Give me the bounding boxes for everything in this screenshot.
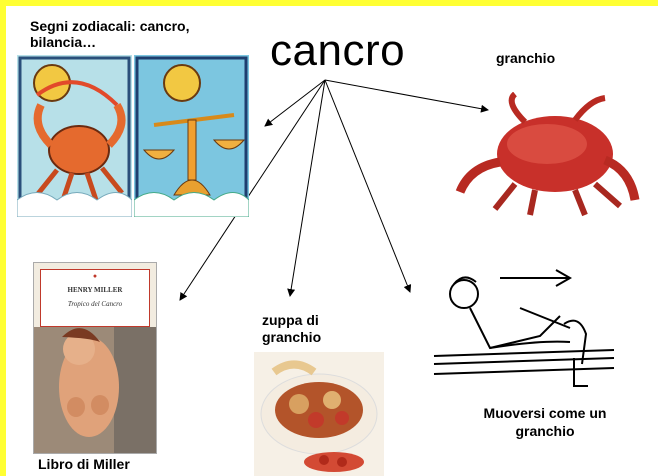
label-move: Muoversi come un granchio — [483, 405, 607, 439]
book-author: HENRY MILLER — [67, 286, 123, 294]
center-word: cancro — [270, 26, 406, 75]
book-cover-image: ● HENRY MILLER Tropico del Cancro — [33, 262, 157, 454]
label-zodiac: Segni zodiacali: cancro, bilancia… — [30, 18, 190, 50]
zodiac-libra-image — [134, 55, 249, 217]
crab-walk-sketch — [424, 264, 624, 394]
crab-photo — [455, 92, 645, 220]
arrow-to-move — [324, 79, 412, 293]
book-title: Tropico del Cancro — [67, 300, 123, 308]
arrow-to-crab — [324, 79, 489, 113]
arrow-to-book — [179, 79, 326, 301]
label-soup: zuppa di granchio — [262, 312, 322, 345]
label-crab: granchio — [496, 50, 556, 66]
soup-photo — [254, 352, 384, 476]
label-book: Libro di Miller — [38, 456, 130, 472]
arrow-to-soup — [287, 79, 326, 297]
zodiac-cancer-image — [17, 55, 132, 217]
arrow-to-zodiac — [264, 79, 326, 127]
